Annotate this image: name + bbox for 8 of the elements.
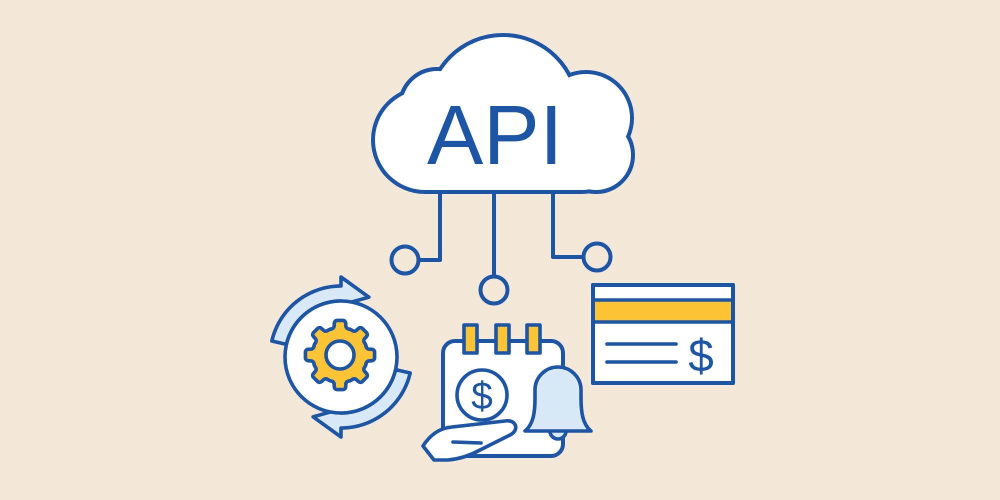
connector-line bbox=[551, 190, 584, 259]
dollar-sign: $ bbox=[688, 338, 713, 374]
connector-line bbox=[492, 190, 496, 276]
endpoint-circle bbox=[582, 242, 612, 272]
dollar-sign: $ bbox=[472, 380, 492, 412]
endpoint-circle bbox=[390, 244, 420, 276]
cloud: API bbox=[371, 33, 635, 194]
endpoint-circle bbox=[478, 274, 510, 306]
